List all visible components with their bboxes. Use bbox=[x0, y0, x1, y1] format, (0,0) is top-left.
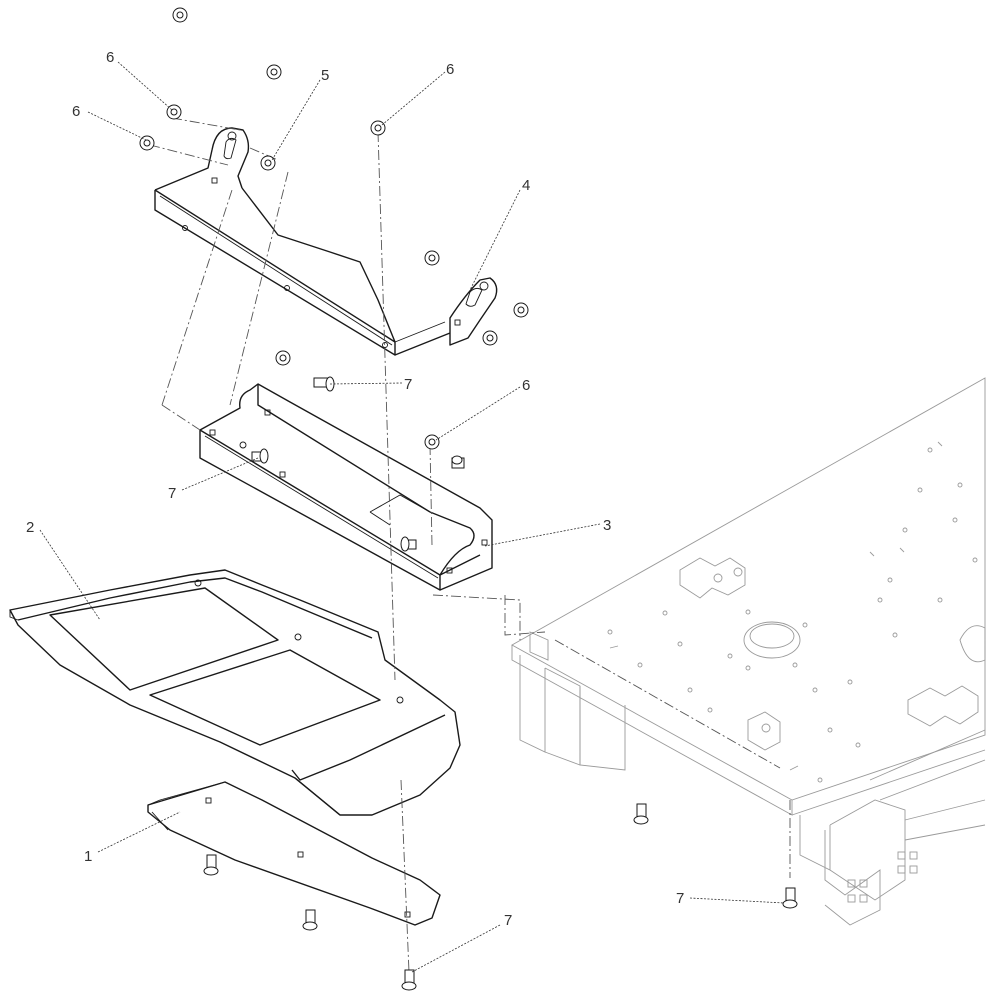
callout-6-right: 6 bbox=[522, 377, 530, 394]
callout-leaders bbox=[39, 61, 785, 973]
part-2-shield bbox=[9, 569, 461, 816]
bolt-e bbox=[203, 854, 219, 876]
nut-a bbox=[266, 64, 282, 80]
part-1-bottom-plate bbox=[147, 781, 441, 926]
nut-top bbox=[172, 7, 188, 23]
bolt-h bbox=[633, 803, 649, 825]
hardware-nuts-bolts bbox=[139, 7, 798, 991]
callout-6-left: 6 bbox=[72, 103, 80, 120]
bolt-g bbox=[401, 969, 417, 991]
callout-7-bottom: 7 bbox=[504, 912, 512, 929]
callout-1: 1 bbox=[84, 848, 92, 865]
nut-j bbox=[424, 434, 440, 450]
bolt-f bbox=[302, 909, 318, 931]
bolt-c bbox=[451, 455, 465, 469]
callout-7-left: 7 bbox=[168, 485, 176, 502]
bolt-i bbox=[782, 887, 798, 909]
callout-7-right: 7 bbox=[676, 890, 684, 907]
callout-6-upper-left: 6 bbox=[106, 49, 114, 66]
nut-g bbox=[513, 302, 529, 318]
nut-c bbox=[139, 135, 155, 151]
part-4-upper-bracket bbox=[154, 127, 498, 356]
mower-frame-deck bbox=[511, 377, 986, 926]
nut-d bbox=[260, 155, 276, 171]
nut-h bbox=[482, 330, 498, 346]
callout-4: 4 bbox=[522, 177, 530, 194]
part-3-lower-bracket bbox=[199, 383, 493, 591]
bolt-a bbox=[313, 376, 335, 392]
callout-2: 2 bbox=[26, 519, 34, 536]
callout-7-upper: 7 bbox=[404, 376, 412, 393]
callout-5: 5 bbox=[321, 67, 329, 84]
bolt-b bbox=[251, 448, 269, 464]
nut-i bbox=[275, 350, 291, 366]
assembly-center-lines bbox=[149, 117, 791, 973]
callout-6-top-center: 6 bbox=[446, 61, 454, 78]
nut-e bbox=[370, 120, 386, 136]
nut-f bbox=[424, 250, 440, 266]
callout-3: 3 bbox=[603, 517, 611, 534]
bolt-d bbox=[400, 536, 417, 552]
callout-labels: 1 2 3 4 5 6 6 6 6 7 7 7 7 bbox=[26, 49, 684, 929]
